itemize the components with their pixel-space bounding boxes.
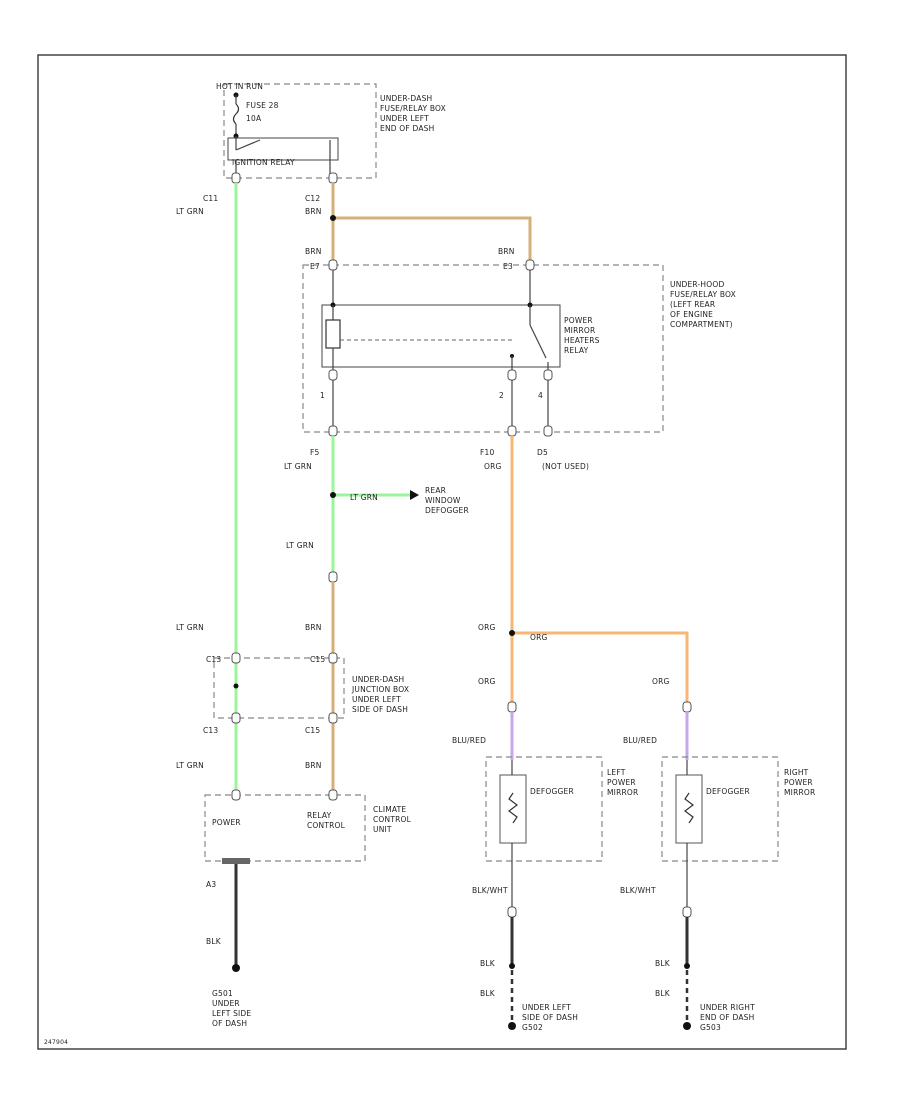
under-dash-junction-box xyxy=(213,657,345,719)
rear-defogger-arrow xyxy=(410,490,419,500)
fuse-amp-label: 10A xyxy=(246,114,262,123)
e3-connector xyxy=(525,259,535,271)
right-defogger-label: DEFOGGER xyxy=(706,787,750,796)
hot-in-run-label: HOT IN RUN xyxy=(216,82,263,91)
climate-control-unit xyxy=(204,794,366,862)
lt-grn-label-bottom: LT GRN xyxy=(176,761,204,770)
a3-label: A3 xyxy=(206,880,216,889)
d5-connector xyxy=(543,425,553,437)
right-power-mirror xyxy=(661,756,779,862)
diagram-id: 247904 xyxy=(44,1039,68,1046)
org-label-right: ORG xyxy=(652,677,670,686)
blu-red-label-left: BLU/RED xyxy=(452,736,486,745)
g502-ground xyxy=(508,1022,516,1030)
d5-label: D5 xyxy=(537,448,548,457)
left-defogger-label: DEFOGGER xyxy=(530,787,574,796)
power-mirror-heaters-relay xyxy=(321,304,561,368)
blk-label-left: BLK xyxy=(480,959,496,968)
relay-coil xyxy=(325,319,341,349)
pin-4-label: 4 xyxy=(538,391,543,400)
pin-2-label: 2 xyxy=(499,391,504,400)
left-heater-icon xyxy=(508,792,518,824)
e3-label: E3 xyxy=(503,262,513,271)
org-splice xyxy=(509,630,515,636)
brn-label-bottom: BRN xyxy=(305,761,322,770)
lt-grn-label-f5: LT GRN xyxy=(284,462,312,471)
lt-grn-label-left: LT GRN xyxy=(176,623,204,632)
diagram-frame xyxy=(37,54,847,1050)
fuse-symbol xyxy=(232,103,240,125)
lt-grn-splice xyxy=(330,492,336,498)
brn-wire-branch xyxy=(333,216,532,265)
brn-label-left: BRN xyxy=(305,247,322,256)
brn-label-mid: BRN xyxy=(305,623,322,632)
blk-label-left-2: BLK xyxy=(480,989,496,998)
brn-label-right: BRN xyxy=(498,247,515,256)
c12-connector xyxy=(328,172,338,184)
under-hood-fuse-box xyxy=(302,264,664,433)
e7-label: E7 xyxy=(310,262,320,271)
f5-label: F5 xyxy=(310,448,320,457)
blk-label-g501: BLK xyxy=(206,937,222,946)
f10-connector xyxy=(507,425,517,437)
blk-label-right-2: BLK xyxy=(655,989,671,998)
c13-label: C13 xyxy=(203,726,218,735)
ignition-relay xyxy=(227,137,339,161)
f5-connector xyxy=(328,425,338,437)
inline-connector xyxy=(328,571,338,583)
c15-label: C15 xyxy=(305,726,320,735)
org-label-branch: ORG xyxy=(530,633,548,642)
org-label-f10: ORG xyxy=(484,462,502,471)
g501-ground xyxy=(232,964,240,972)
ground-connector xyxy=(222,858,250,864)
org-wire-branch xyxy=(512,631,689,705)
lt-grn-label-mid: LT GRN xyxy=(286,541,314,550)
blk-label-right: BLK xyxy=(655,959,671,968)
c13-label-top: C13 xyxy=(206,655,221,664)
c11-connector xyxy=(231,172,241,184)
c15-label-top: C15 xyxy=(310,655,325,664)
brn-label-top: BRN xyxy=(305,207,322,216)
brn-splice xyxy=(330,215,336,221)
left-power-mirror xyxy=(485,756,603,862)
blk-wht-label-right: BLK/WHT xyxy=(620,886,656,895)
pin-1-label: 1 xyxy=(320,391,325,400)
left-defogger-element xyxy=(499,774,527,844)
right-defogger-element xyxy=(675,774,703,844)
ignition-relay-label: IGNITION RELAY xyxy=(232,158,295,167)
fuse-label: FUSE 28 xyxy=(246,101,279,110)
lt-grn-label-top: LT GRN xyxy=(176,207,204,216)
c11-label: C11 xyxy=(203,194,218,203)
under-dash-fuse-box xyxy=(223,83,377,179)
lt-grn-label-branch: LT GRN xyxy=(350,493,378,502)
org-label-mid: ORG xyxy=(478,623,496,632)
not-used-label: (NOT USED) xyxy=(542,462,589,471)
e7-connector xyxy=(328,259,338,271)
org-label-left: ORG xyxy=(478,677,496,686)
power-label: POWER xyxy=(212,818,241,827)
f10-label: F10 xyxy=(480,448,494,457)
c12-label: C12 xyxy=(305,194,320,203)
right-heater-icon xyxy=(684,792,694,824)
blk-wht-label-left: BLK/WHT xyxy=(472,886,508,895)
blu-red-label-right: BLU/RED xyxy=(623,736,657,745)
g503-ground xyxy=(683,1022,691,1030)
